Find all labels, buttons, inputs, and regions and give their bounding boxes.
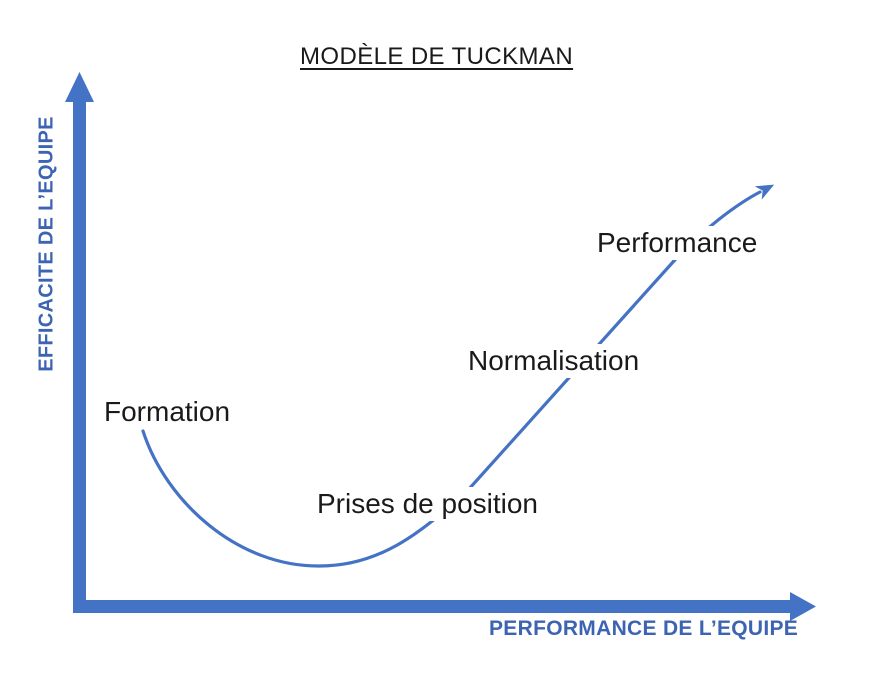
x-axis-line	[73, 600, 795, 613]
stage-label-normalisation: Normalisation	[465, 344, 643, 378]
diagram-title: MODÈLE DE TUCKMAN	[300, 43, 574, 70]
x-axis-label: PERFORMANCE DE L’EQUIPE	[489, 617, 799, 640]
y-axis-line	[73, 96, 86, 613]
stage-label-formation: Formation	[101, 395, 234, 429]
stage-label-performance: Performance	[594, 226, 761, 260]
x-axis-arrowhead-icon	[790, 592, 816, 621]
y-axis-label: EFFICACITE DE L’EQUIPE	[35, 116, 58, 372]
y-axis-arrowhead-icon	[65, 72, 94, 102]
stage-label-prises-de-position: Prises de position	[314, 487, 542, 521]
